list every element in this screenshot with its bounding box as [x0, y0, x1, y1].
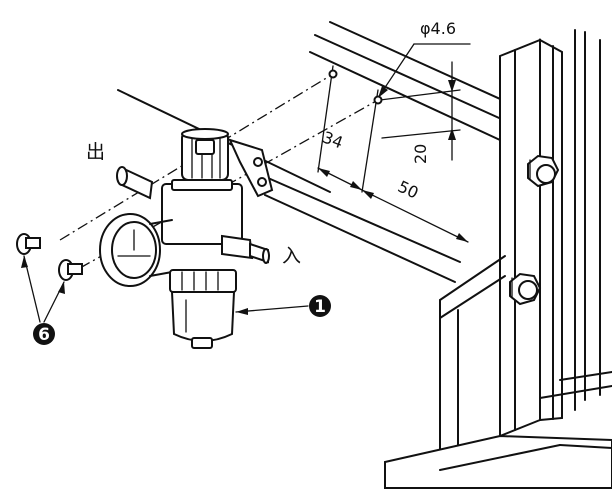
dimension-20-label: 20	[411, 144, 430, 164]
inlet-label: 入	[282, 245, 301, 267]
mounting-screw-upper	[16, 233, 41, 255]
dimension-50-label: 50	[395, 177, 421, 203]
hole-diameter-label: φ4.6	[420, 19, 456, 38]
machine-frame	[117, 21, 612, 489]
frame-bolt-lower	[509, 272, 542, 306]
mounting-screw-lower	[58, 259, 83, 281]
callout-regulator: 1	[309, 295, 331, 317]
filter-regulator	[99, 128, 274, 349]
outlet-label: 出	[86, 141, 105, 163]
frame-bolt-upper	[527, 154, 560, 188]
callout-screws: 6	[33, 323, 55, 345]
callout-screws-number: 6	[38, 325, 50, 345]
callout-regulator-number: 1	[314, 297, 326, 317]
